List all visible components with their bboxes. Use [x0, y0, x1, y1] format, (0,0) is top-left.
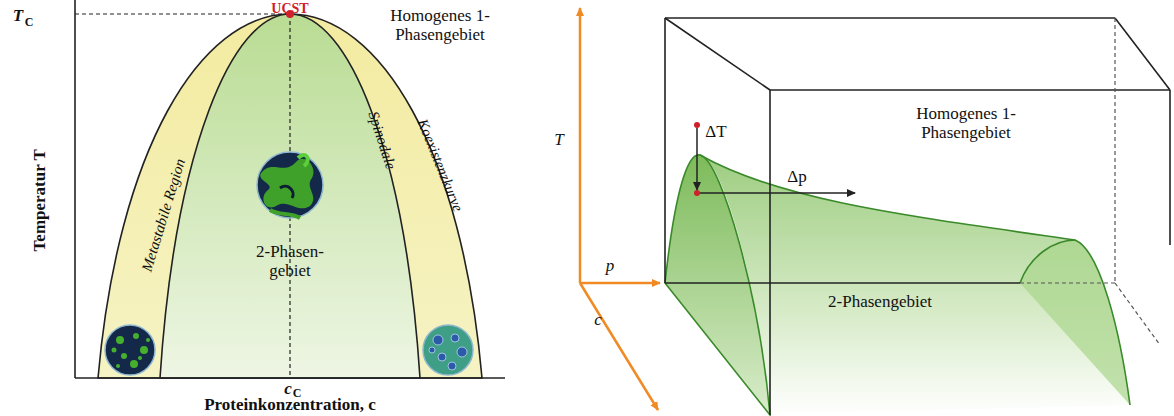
- region-label: Homogenes 1-Phasengebiet: [380, 7, 500, 44]
- axis-label: p: [606, 257, 615, 276]
- delta-label: Δp: [787, 168, 806, 187]
- axis-value-symbol: T: [13, 7, 23, 26]
- left-phase-diagram: [75, 0, 505, 378]
- subscript: C: [25, 16, 34, 29]
- region-label: 2-Phasen- gebiet: [250, 243, 330, 280]
- axis-label: c: [594, 311, 602, 330]
- right-3d-diagram: [580, 8, 1170, 415]
- delta-label: ΔT: [705, 123, 726, 142]
- region-label: 2-Phasengebiet: [828, 293, 932, 312]
- axis-title: Temperatur T: [31, 149, 50, 251]
- axis-label: T: [554, 131, 563, 150]
- axis-title: Proteinkonzentration, c: [204, 396, 376, 415]
- critical-point-label: UCST: [271, 1, 308, 16]
- region-label: Homogenes 1-Phasengebiet: [906, 105, 1026, 142]
